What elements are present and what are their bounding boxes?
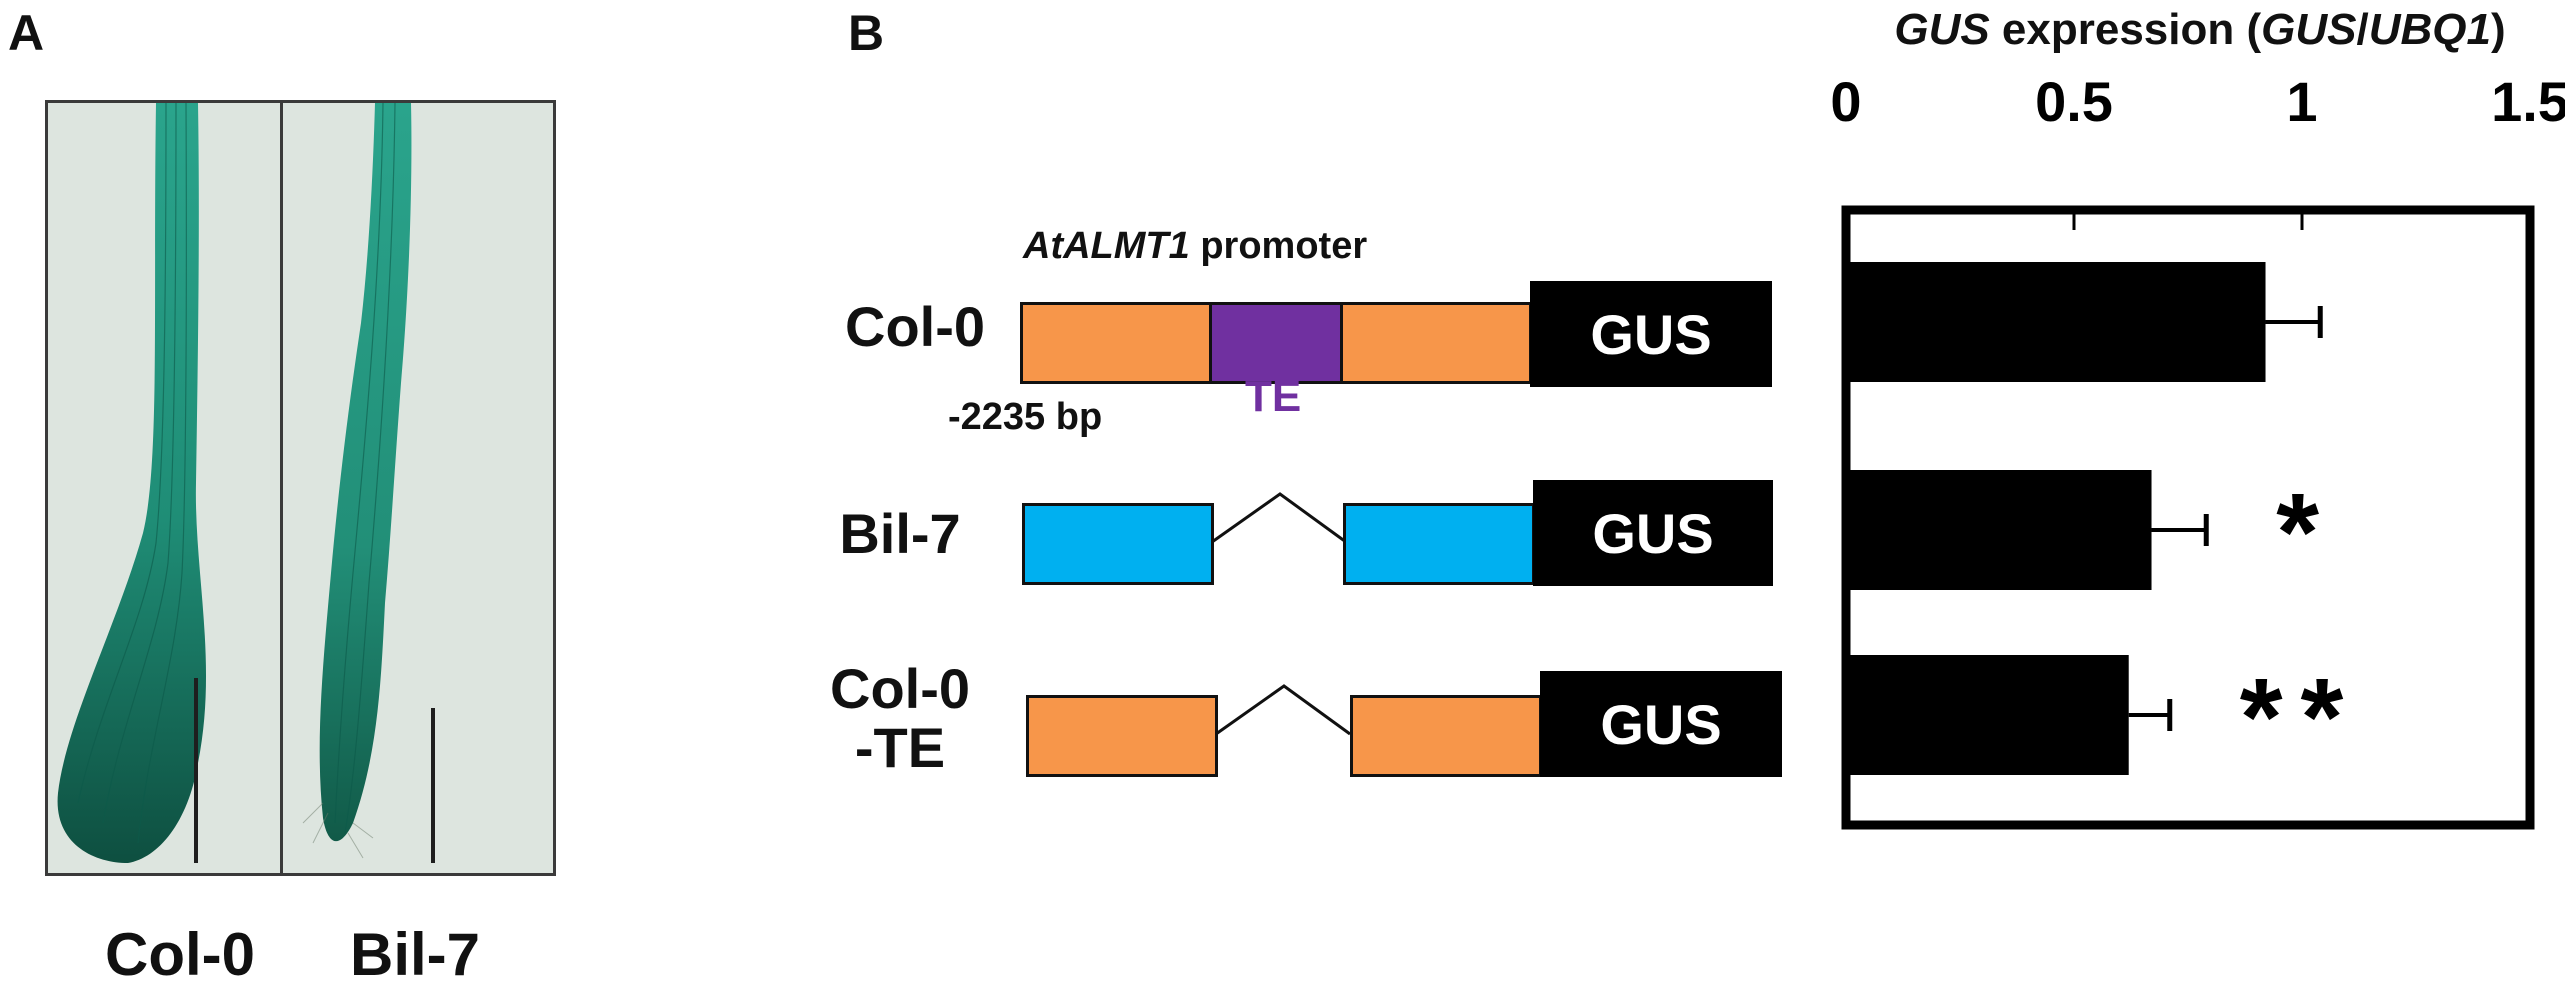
bar <box>1846 262 2266 382</box>
chart-title-part: GUS <box>1894 5 1990 54</box>
promoter-segment <box>1340 302 1532 384</box>
promoter-word: promoter <box>1189 225 1368 267</box>
row-label-line2: -TE <box>854 715 946 779</box>
panel-b-letter: B <box>848 5 885 61</box>
deletion-junction <box>1211 492 1347 544</box>
deletion-junction <box>1215 684 1351 736</box>
chart-title-part: UBQ1 <box>2368 5 2491 54</box>
gus-reporter: GUS <box>1540 671 1782 777</box>
te-label: TE <box>1245 372 1302 421</box>
caption-col0: Col-0 <box>105 921 255 988</box>
promoter-gene-name: AtALMT1 <box>1023 225 1190 267</box>
chart-title-part: ) <box>2490 5 2506 54</box>
panel-a-letter: A <box>8 5 45 61</box>
promoter-segment <box>1026 695 1218 777</box>
x-tick-label: 0.5 <box>2035 70 2113 133</box>
row-label-col0-te: Col-0 -TE <box>805 657 995 779</box>
row-label-col0: Col-0 <box>845 295 985 358</box>
scale-bar <box>194 678 198 863</box>
te-insertion <box>1209 302 1343 384</box>
promoter-label: AtALMT1 promoter <box>1023 225 1367 268</box>
significance-label: * <box>2276 471 2337 594</box>
promoter-segment <box>1022 503 1214 585</box>
row-label-line1: Col-0 <box>830 657 970 720</box>
bar <box>1846 655 2129 775</box>
chart-title: GUS expression (GUS/UBQ1) <box>1850 5 2550 55</box>
x-tick-label: 1.5 <box>2491 70 2565 133</box>
root-micrograph-col0 <box>45 100 321 876</box>
significance-label: ** <box>2240 656 2362 779</box>
chart-title-part: GUS <box>2261 5 2357 54</box>
position-label: -2235 bp <box>948 396 1103 438</box>
caption-bil7: Bil-7 <box>349 921 481 988</box>
promoter-segment <box>1343 503 1535 585</box>
chart-title-part: / <box>2356 5 2369 54</box>
gus-reporter: GUS <box>1533 480 1773 586</box>
scale-bar <box>431 708 435 863</box>
x-tick-label: 1 <box>2286 70 2317 133</box>
x-tick-label: 0 <box>1830 70 1861 133</box>
row-label-bil7: Bil-7 <box>839 502 961 565</box>
root-micrograph-bil7 <box>280 100 556 876</box>
chart-title-part: expression ( <box>1989 5 2262 54</box>
bar <box>1846 470 2152 590</box>
promoter-segment <box>1020 302 1212 384</box>
gus-reporter: GUS <box>1530 281 1772 387</box>
promoter-segment <box>1350 695 1542 777</box>
